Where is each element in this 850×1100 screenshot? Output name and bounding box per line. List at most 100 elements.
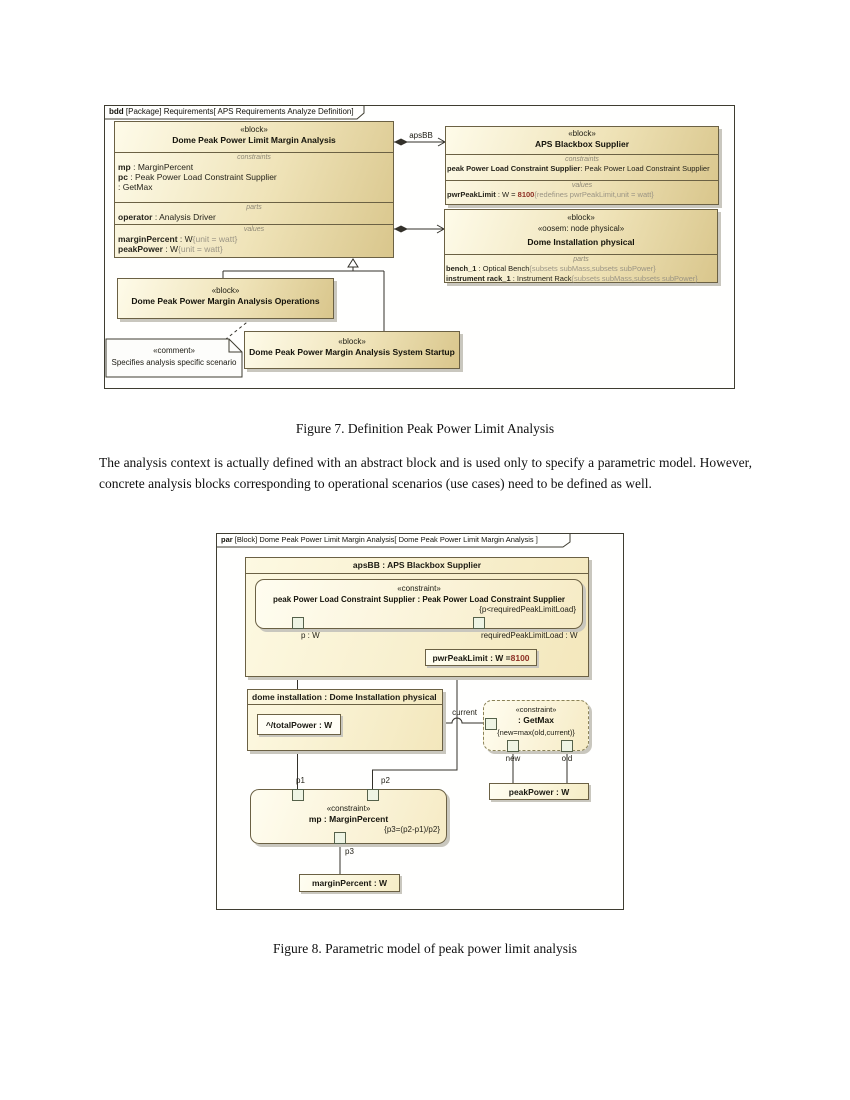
operations-block-stereotype: «block» <box>211 286 240 295</box>
supplier-constraint-expression: {p<requiredPeakLimitLoad} <box>479 605 576 614</box>
par-diagram-frame: par [Block] Dome Peak Power Limit Margin… <box>216 533 624 910</box>
current-binding-label: current <box>452 708 477 717</box>
part-type: : Optical Bench <box>476 264 530 273</box>
dome-block-title: «block» «oosem: node physical» Dome Inst… <box>445 210 717 254</box>
constraint-type: : MarginPercent <box>130 162 194 172</box>
bdd-tab-keyword: bdd <box>109 107 124 116</box>
aps-block-stereotype: «block» <box>568 129 596 138</box>
parts-label: parts <box>573 256 589 263</box>
port-current <box>485 718 497 730</box>
getmax-stereotype: «constraint» <box>515 705 557 714</box>
dome-block-name: Dome Installation physical <box>527 237 635 247</box>
par-tab-title: [Block] Dome Peak Power Limit Margin Ana… <box>232 535 538 544</box>
constraint-name: pc <box>118 172 128 182</box>
assoc-dome-arrow <box>436 224 446 234</box>
constraint-item: mp : MarginPercent <box>115 162 393 172</box>
getmax-name: : GetMax <box>518 715 554 725</box>
part-note: {subsets subMass,subsets subPower} <box>529 264 656 273</box>
pwrpeaklimit-value-box: pwrPeakLimit : W = 8100 <box>425 649 537 666</box>
port-p2-label: p2 <box>381 776 390 785</box>
constraints-label: constraints <box>237 154 271 161</box>
parts-label: parts <box>246 204 262 211</box>
constraint-name: peak Power Load Constraint Supplier <box>447 164 581 173</box>
marginpercent-value-box: marginPercent : W <box>299 874 400 892</box>
getmax-expression: {new=max(old,current)} <box>497 728 575 737</box>
part-name: operator <box>118 212 153 222</box>
dome-block-stereotype2: «oosem: node physical» <box>537 224 625 233</box>
aps-constraints-compartment: constraints peak Power Load Constraint S… <box>446 154 718 181</box>
constraint-type: : Peak Power Load Constraint Supplier <box>580 164 710 173</box>
bdd-frame-tab: bdd [Package] Requirements[ APS Requirem… <box>109 107 354 116</box>
constraint-item: peak Power Load Constraint Supplier: Pea… <box>446 164 718 174</box>
port-p-label: p : W <box>301 631 320 640</box>
bdd-tab-title: [Package] Requirements[ APS Requirements… <box>123 107 354 116</box>
value-name: marginPercent <box>118 234 178 244</box>
analysis-block-name: Dome Peak Power Limit Margin Analysis <box>172 135 336 145</box>
port-new-label: new <box>505 754 521 763</box>
part-item: bench_1 : Optical Bench{subsets subMass,… <box>445 264 717 274</box>
aps-values-compartment: values pwrPeakLimit : W = 8100{redefines… <box>446 180 718 207</box>
aps-blackbox-block: «block» APS Blackbox Supplier constraint… <box>445 126 719 205</box>
analysis-block: «block» Dome Peak Power Limit Margin Ana… <box>114 121 394 258</box>
aps-block-name: APS Blackbox Supplier <box>535 139 629 149</box>
value-type: : W <box>162 244 178 254</box>
supplier-constraint-name: peak Power Load Constraint Supplier : Pe… <box>272 595 566 604</box>
body-paragraph: The analysis context is actually defined… <box>99 455 752 491</box>
port-requiredpeaklimitload <box>473 617 485 629</box>
port-p1-label: p1 <box>296 776 305 785</box>
dome-installation-part: dome installation : Dome Installation ph… <box>247 689 443 751</box>
part-type: : Analysis Driver <box>152 212 216 222</box>
dome-parts-compartment: parts bench_1 : Optical Bench{subsets su… <box>445 254 717 285</box>
par-frame-tab: par [Block] Dome Peak Power Limit Margin… <box>221 535 538 544</box>
port-old-label: old <box>561 754 573 763</box>
startup-block-stereotype: «block» <box>338 337 366 346</box>
value-number: 8100 <box>517 190 535 199</box>
part-name: instrument rack_1 <box>446 274 511 283</box>
operations-block: «block» Dome Peak Power Margin Analysis … <box>117 278 334 319</box>
analysis-block-stereotype: «block» <box>240 125 268 134</box>
aps-block-title: «block» APS Blackbox Supplier <box>446 127 718 154</box>
constraint-name: mp <box>118 162 131 172</box>
analysis-values-compartment: values marginPercent : W{unit = watt} pe… <box>115 224 393 260</box>
value-note: {unit = watt} <box>192 234 238 244</box>
values-label: values <box>243 226 265 233</box>
marginpercent-stereotype: «constraint» <box>326 804 371 813</box>
pwrpeaklimit-text: pwrPeakLimit : W = <box>432 652 511 663</box>
comment-note: «comment» Specifies analysis specific sc… <box>106 345 242 369</box>
part-name: bench_1 <box>446 264 477 273</box>
part-item: operator : Analysis Driver <box>115 212 393 222</box>
operations-block-name: Dome Peak Power Margin Analysis Operatio… <box>131 296 320 306</box>
bdd-diagram-frame: bdd [Package] Requirements[ APS Requirem… <box>104 105 735 389</box>
port-new <box>507 740 519 752</box>
port-req-label: requiredPeakLimitLoad : W <box>481 631 578 640</box>
peakpower-value-box: peakPower : W <box>489 783 589 800</box>
startup-block-name: Dome Peak Power Margin Analysis System S… <box>249 347 455 357</box>
comment-text: Specifies analysis specific scenario <box>111 358 237 367</box>
value-item: peakPower : W{unit = watt} <box>115 244 393 254</box>
startup-block: «block» Dome Peak Power Margin Analysis … <box>244 331 460 369</box>
value-type: : W = <box>495 190 518 199</box>
marginpercent-name: mp : MarginPercent <box>308 814 389 824</box>
value-note: {unit = watt} <box>178 244 223 254</box>
assoc-dome-diamond <box>394 225 408 233</box>
marginpercent-constraint-box: «constraint» mp : MarginPercent {p3=(p2-… <box>250 789 447 844</box>
port-p1 <box>292 789 304 801</box>
constraint-item: pc : Peak Power Load Constraint Supplier <box>115 172 393 182</box>
port-p <box>292 617 304 629</box>
analysis-constraints-compartment: constraints mp : MarginPercent pc : Peak… <box>115 152 393 203</box>
part-note: {subsets subMass,subsets subPower} <box>571 274 698 283</box>
comment-stereotype: «comment» <box>153 346 195 355</box>
totalpower-value-box: ^/totalPower : W <box>257 714 341 735</box>
port-p3-label: p3 <box>345 847 354 856</box>
assoc-apsbb-label: apsBB <box>409 131 433 140</box>
supplier-constraint-stereotype: «constraint» <box>397 584 441 593</box>
analysis-parts-compartment: parts operator : Analysis Driver <box>115 202 393 225</box>
figure8-caption: Figure 8. Parametric model of peak power… <box>272 941 578 956</box>
marginpercent-expression: {p3=(p2-p1)/p2} <box>384 825 440 834</box>
apsbb-title: apsBB : APS Blackbox Supplier <box>246 558 588 574</box>
constraint-type: : GetMax <box>118 182 153 192</box>
value-name: peakPower <box>118 244 163 254</box>
analysis-block-title: «block» Dome Peak Power Limit Margin Ana… <box>115 122 393 152</box>
constraint-item: : GetMax <box>115 182 393 192</box>
